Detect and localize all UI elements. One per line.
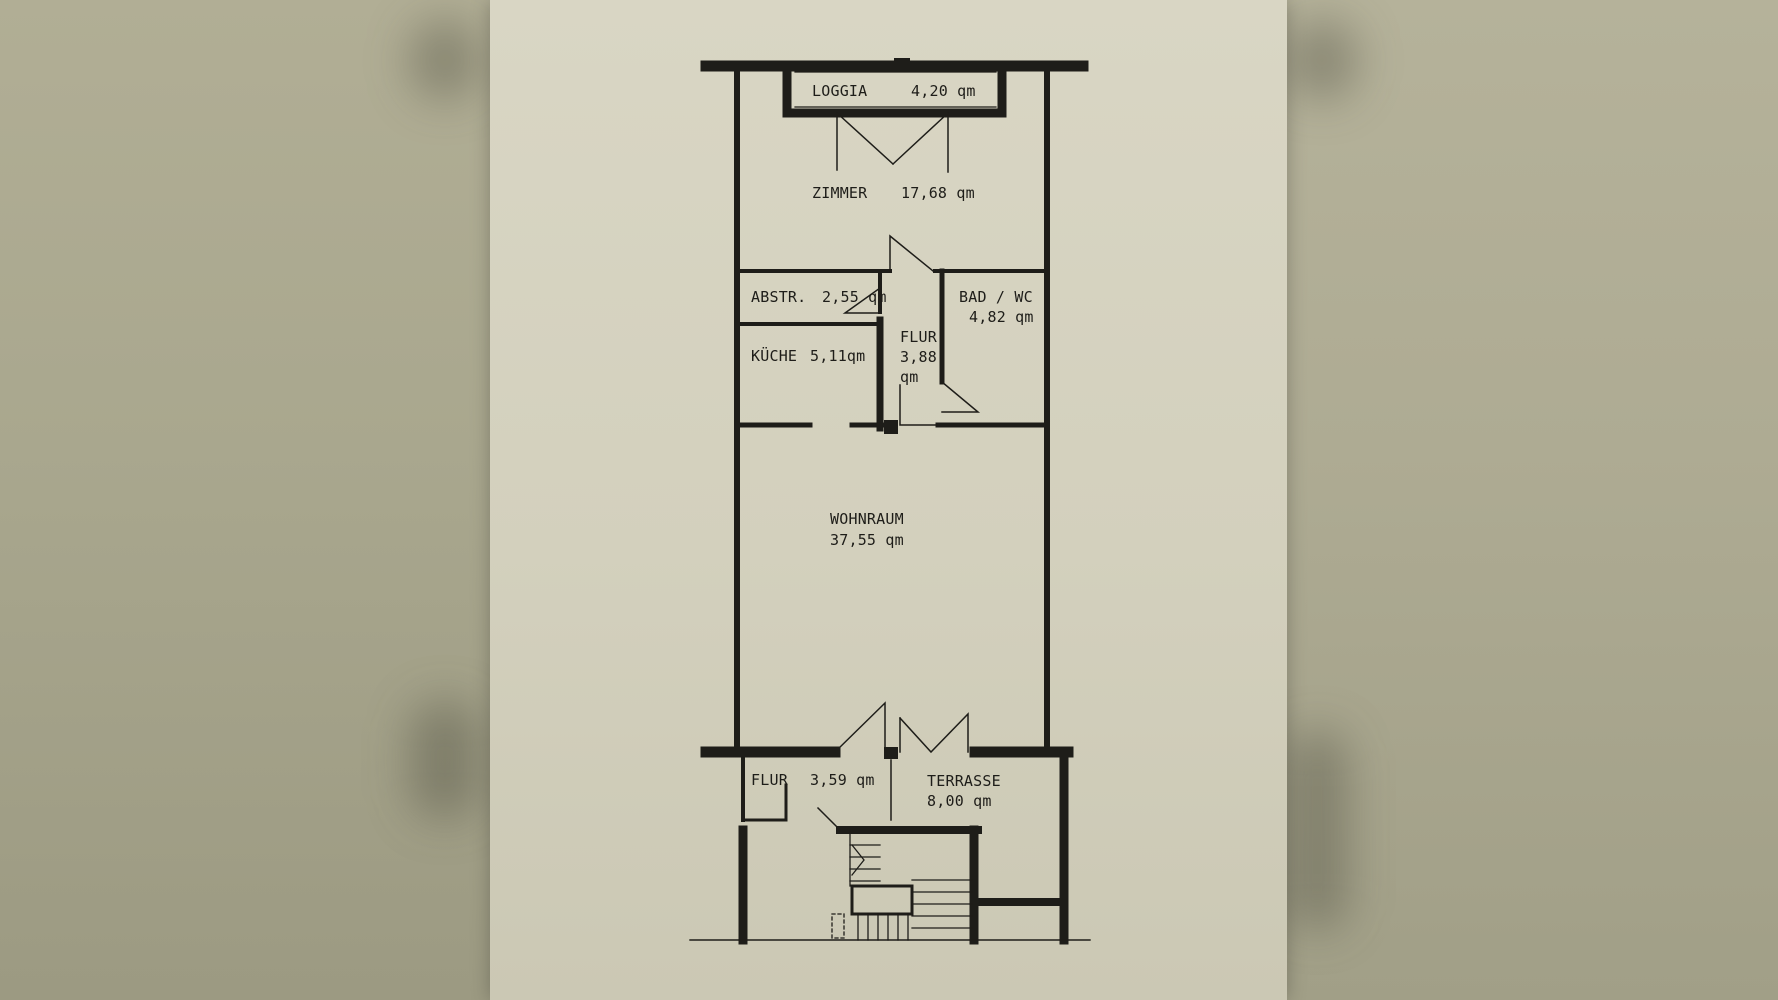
- room-loggia-name: LOGGIA: [812, 82, 867, 100]
- room-flur-lower-name: FLUR: [751, 771, 789, 789]
- room-abstr: ABSTR. 2,55 qm: [751, 288, 887, 306]
- room-flur-upper-area: 3,88: [900, 348, 937, 366]
- room-zimmer: ZIMMER 17,68 qm: [812, 184, 975, 202]
- room-kueche-area: 5,11qm: [810, 347, 865, 365]
- room-terrasse: TERRASSE 8,00 qm: [927, 772, 1001, 810]
- room-wohnraum-name: WOHNRAUM: [830, 510, 904, 528]
- room-zimmer-area: 17,68 qm: [901, 184, 975, 202]
- blurred-background-right: [1287, 0, 1778, 1000]
- wall-post-lower: [884, 747, 898, 759]
- door-bad: [940, 380, 981, 413]
- room-zimmer-name: ZIMMER: [812, 184, 868, 202]
- room-kueche: KÜCHE 5,11qm: [751, 346, 865, 365]
- room-loggia-area: 4,20 qm: [911, 82, 976, 100]
- door-abstr: [842, 286, 882, 314]
- room-terrasse-name: TERRASSE: [927, 772, 1001, 790]
- room-terrasse-area: 8,00 qm: [927, 792, 992, 810]
- room-loggia: LOGGIA 4,20 qm: [812, 82, 976, 100]
- room-flur-upper-name: FLUR: [900, 328, 938, 346]
- wall-loggia: [782, 61, 1007, 118]
- floor-plan: LOGGIA 4,20 qm ZIMMER 17,68 qm ABSTR. 2,…: [689, 58, 1091, 945]
- blurred-background-left: [0, 0, 490, 1000]
- room-bad-name: BAD / WC: [959, 288, 1033, 306]
- room-flur-lower: FLUR 3,59 qm: [751, 771, 875, 789]
- room-bad: BAD / WC 4,82 qm: [959, 288, 1034, 326]
- door-loggia-double: [835, 111, 950, 173]
- staircase: [831, 831, 973, 941]
- room-bad-area: 4,82 qm: [969, 308, 1034, 326]
- door-flur-top: [889, 234, 935, 273]
- door-kueche: [899, 384, 937, 426]
- room-flur-upper-unit: qm: [900, 368, 918, 386]
- wall-post-mid: [884, 420, 898, 434]
- room-wohnraum-area: 37,55 qm: [830, 531, 904, 549]
- room-abstr-area: 2,55 qm: [822, 288, 887, 306]
- room-wohnraum: WOHNRAUM 37,55 qm: [830, 510, 904, 549]
- room-flur-lower-area: 3,59 qm: [810, 771, 875, 789]
- room-abstr-name: ABSTR.: [751, 288, 806, 306]
- door-flur-lower: [816, 806, 842, 832]
- room-kueche-name: KÜCHE: [751, 346, 797, 365]
- paper-sheet: LOGGIA 4,20 qm ZIMMER 17,68 qm ABSTR. 2,…: [490, 0, 1287, 1000]
- room-flur-upper: FLUR 3,88 qm: [900, 328, 938, 386]
- door-wohnraum-lower: [833, 701, 969, 754]
- wall-post-top: [894, 58, 910, 70]
